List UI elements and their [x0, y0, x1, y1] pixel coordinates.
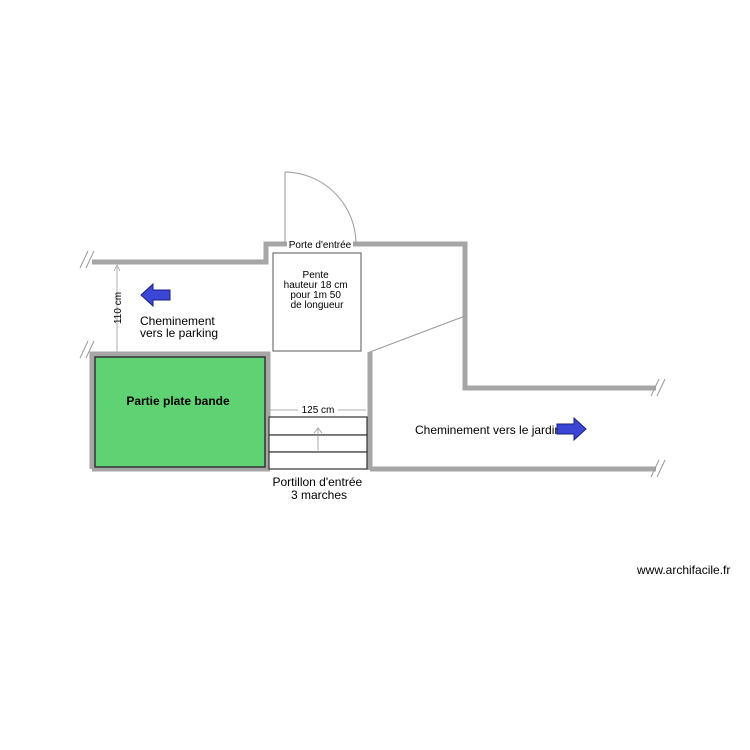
flowerbed-wall	[89, 351, 271, 469]
walls	[89, 241, 656, 472]
dimension-125: 125 cm	[270, 403, 366, 417]
dimension-125-label: 125 cm	[302, 405, 335, 416]
slope-box	[272, 252, 362, 352]
slope-text: Pente hauteur 18 cm pour 1m 50 de longue…	[284, 270, 351, 311]
top-wall	[92, 241, 656, 391]
break-marks	[79, 250, 666, 478]
dimension-110: 110 cm	[113, 264, 124, 352]
watermark: www.archifacile.fr	[637, 563, 731, 577]
slope-area: Pente hauteur 18 cm pour 1m 50 de longue…	[272, 252, 362, 352]
flowerbed-label: Partie plate bande	[126, 394, 230, 408]
flowerbed: Partie plate bande	[94, 356, 266, 468]
door-swing-arc	[284, 171, 357, 245]
dimension-110-label: 110 cm	[113, 292, 124, 324]
arrow-right-icon	[556, 416, 587, 442]
step-3	[268, 451, 368, 470]
door-opening	[287, 239, 353, 249]
flowerbed-area	[94, 356, 266, 468]
steps-up-arrow-icon	[313, 427, 323, 452]
gate-label: Portillon d'entrée 3 marches	[272, 475, 365, 502]
entrance-door: Porte d'entrée	[284, 171, 357, 251]
diagonal-line	[369, 315, 466, 353]
steps	[268, 416, 368, 470]
path-garden-label: Cheminement vers le jardin	[415, 423, 561, 437]
door-label: Porte d'entrée	[289, 240, 352, 251]
path-parking-label: Cheminement vers le parking	[140, 314, 218, 340]
arrow-left-icon	[140, 282, 171, 308]
